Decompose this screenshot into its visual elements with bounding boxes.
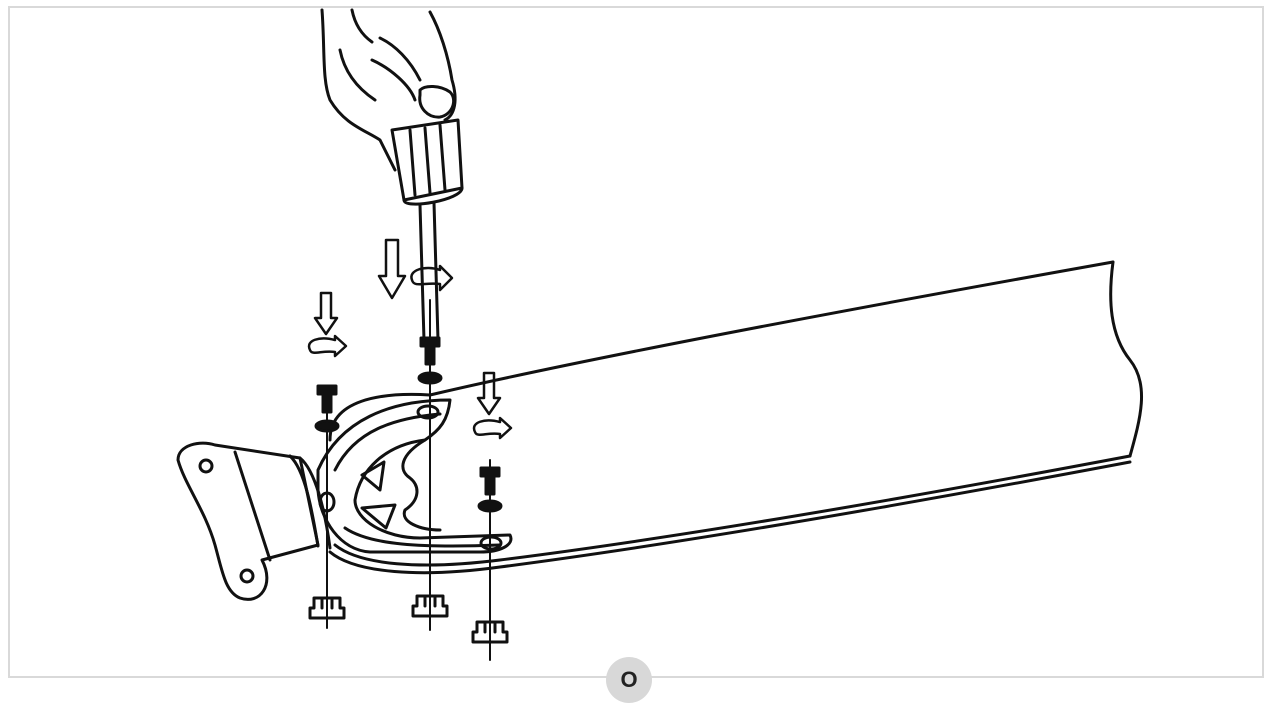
step-badge: O xyxy=(606,657,652,703)
screw-icon xyxy=(318,338,499,494)
nut-icon xyxy=(310,596,507,642)
washer-icon xyxy=(316,373,501,511)
blade-bracket xyxy=(178,400,511,599)
hand-with-screwdriver-icon xyxy=(322,10,455,170)
clockwise-rotation-icon xyxy=(309,266,511,438)
diagram-frame xyxy=(8,6,1264,678)
guide-lines xyxy=(327,300,490,660)
screwdriver xyxy=(392,120,462,340)
fan-blade xyxy=(330,262,1142,573)
down-arrow-icon xyxy=(315,240,500,414)
